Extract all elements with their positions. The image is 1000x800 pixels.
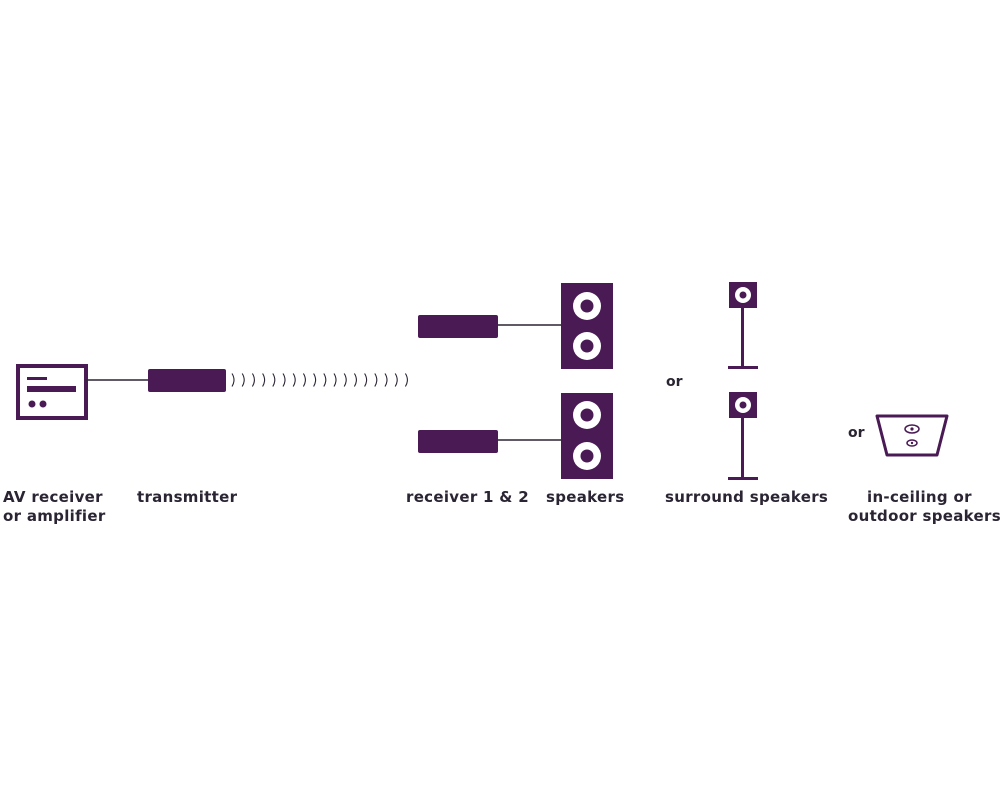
or-label-surround: or: [666, 374, 683, 390]
transmitter-icon: [148, 369, 226, 392]
wireless-signal-icon: [231, 373, 408, 387]
signal-arc: [231, 373, 235, 387]
floor-speaker-icon: [561, 393, 613, 479]
surround-speaker-icon: [728, 392, 758, 480]
receivers-label: receiver 1 & 2: [406, 488, 529, 506]
signal-arc: [302, 373, 306, 387]
in-ceiling-label-line1: in-ceiling or: [867, 488, 972, 506]
signal-arc: [353, 373, 357, 387]
av-receiver-icon: [16, 364, 88, 420]
signal-arc: [384, 373, 388, 387]
signal-arc: [272, 373, 276, 387]
receiver-2-icon: [418, 430, 498, 453]
signal-arc: [404, 373, 408, 387]
signal-arc: [282, 373, 286, 387]
signal-arc: [394, 373, 398, 387]
signal-arc: [323, 373, 327, 387]
ceiling-speaker-icon: [875, 414, 949, 457]
signal-arc: [343, 373, 347, 387]
signal-arc: [241, 373, 245, 387]
signal-arc: [313, 373, 317, 387]
signal-arc: [333, 373, 337, 387]
or-label-ceiling: or: [848, 425, 865, 441]
transmitter-label: transmitter: [137, 488, 238, 506]
speakers-label: speakers: [546, 488, 624, 506]
signal-arc: [374, 373, 378, 387]
av-receiver-label-line2: or amplifier: [3, 507, 106, 525]
signal-arc: [251, 373, 255, 387]
surround-speakers-label: surround speakers: [665, 488, 828, 506]
signal-arc: [262, 373, 266, 387]
receiver-1-icon: [418, 315, 498, 338]
floor-speaker-icon: [561, 283, 613, 369]
av-receiver-label-line1: AV receiver: [3, 488, 103, 506]
signal-arc: [292, 373, 296, 387]
signal-arc: [364, 373, 368, 387]
surround-speaker-icon: [728, 282, 758, 369]
in-ceiling-label-line2: outdoor speakers: [848, 507, 1000, 525]
